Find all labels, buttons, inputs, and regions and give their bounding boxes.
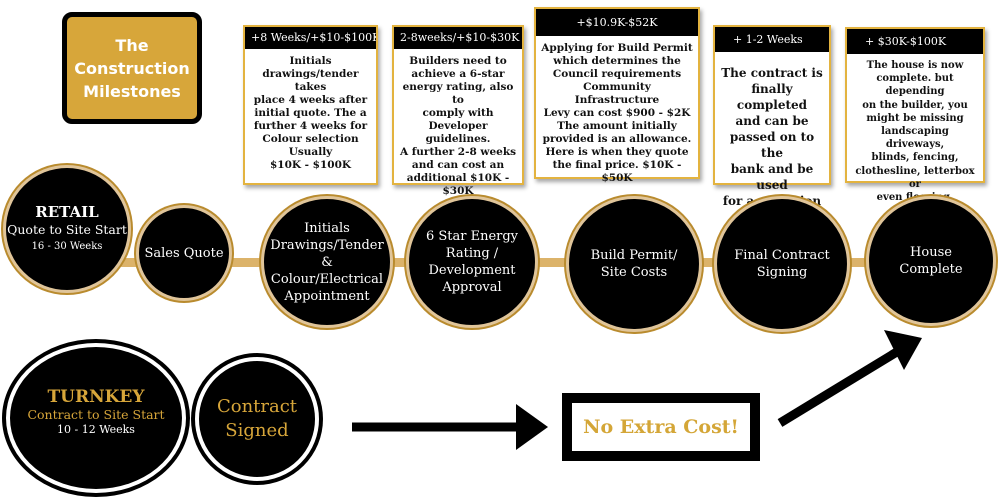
note-energy: 2-8weeks/+$10-$30K Builders need to achi…: [392, 25, 524, 197]
milestone-energy-rating-label: 6 Star Energy Rating / Development Appro…: [425, 229, 519, 295]
milestone-sales-quote-label: Sales Quote: [144, 245, 224, 261]
retail-line2: 16 - 30 Weeks: [31, 240, 103, 252]
note-permit-body: Applying for Build Permit which determin…: [541, 42, 693, 184]
contract-signed-label: Contract Signed: [216, 396, 298, 441]
connector-4: [534, 258, 570, 267]
arrow-to-house-complete: [777, 346, 903, 427]
retail-heading: RETAIL: [35, 202, 99, 221]
milestone-final-contract: Final Contract Signing: [714, 196, 850, 332]
arrow-head-up-right-icon: [884, 330, 922, 370]
note-energy-body: Builders need to achieve a 6-star energy…: [399, 55, 517, 197]
connector-6: [846, 258, 870, 267]
turnkey-line1: Contract to Site Start: [27, 407, 165, 422]
note-final-contract-head: + 1-2 Weeks: [715, 27, 829, 52]
milestone-drawings: Initials Drawings/Tender & Colour/Electr…: [261, 196, 393, 328]
arrow-head-right-icon: [516, 404, 548, 450]
milestone-energy-rating: 6 Star Energy Rating / Development Appro…: [406, 196, 538, 328]
connector-2: [228, 258, 268, 267]
note-house-complete-head: + $30K-$100K: [847, 29, 983, 54]
diagram-title: The Construction Milestones: [74, 35, 190, 101]
note-final-contract: + 1-2 Weeks The contract is finally comp…: [713, 25, 831, 208]
retail-line1: Quote to Site Start: [7, 221, 127, 237]
no-extra-cost-box: No Extra Cost!: [562, 393, 760, 461]
milestone-house-complete-label: House Complete: [899, 245, 963, 277]
retail-circle: RETAIL Quote to Site Start 16 - 30 Weeks: [3, 165, 131, 293]
note-energy-head: 2-8weeks/+$10-$30K: [394, 27, 522, 49]
note-drawings: +8 Weeks/+$10-$100K Initials drawings/te…: [243, 25, 378, 185]
no-extra-cost-label: No Extra Cost!: [583, 416, 739, 438]
connector-1: [118, 258, 146, 267]
milestone-house-complete: House Complete: [866, 196, 996, 326]
milestone-build-permit-label: Build Permit/ Site Costs: [590, 248, 678, 280]
milestone-drawings-label: Initials Drawings/Tender & Colour/Electr…: [270, 220, 384, 304]
note-house-complete: + $30K-$100K The house is now complete. …: [845, 27, 985, 203]
note-drawings-head: +8 Weeks/+$10-$100K: [245, 27, 376, 49]
contract-signed-circle: Contract Signed: [195, 357, 319, 481]
turnkey-line2: 10 - 12 Weeks: [57, 423, 135, 436]
milestone-sales-quote: Sales Quote: [136, 205, 232, 301]
note-permit-head: +$10.9K-$52K: [536, 9, 698, 36]
note-drawings-body: Initials drawings/tender takes place 4 w…: [253, 55, 368, 171]
turnkey-heading: TURNKEY: [47, 387, 145, 407]
diagram-title-box: The Construction Milestones: [62, 12, 202, 124]
turnkey-circle: TURNKEY Contract to Site Start 10 - 12 W…: [6, 343, 186, 493]
connector-3: [388, 258, 410, 267]
milestone-build-permit: Build Permit/ Site Costs: [566, 196, 702, 332]
connector-5: [698, 258, 718, 267]
note-house-complete-body: The house is now complete. but depending…: [855, 60, 975, 204]
note-permit: +$10.9K-$52K Applying for Build Permit w…: [534, 7, 700, 184]
milestone-final-contract-label: Final Contract Signing: [734, 248, 830, 280]
